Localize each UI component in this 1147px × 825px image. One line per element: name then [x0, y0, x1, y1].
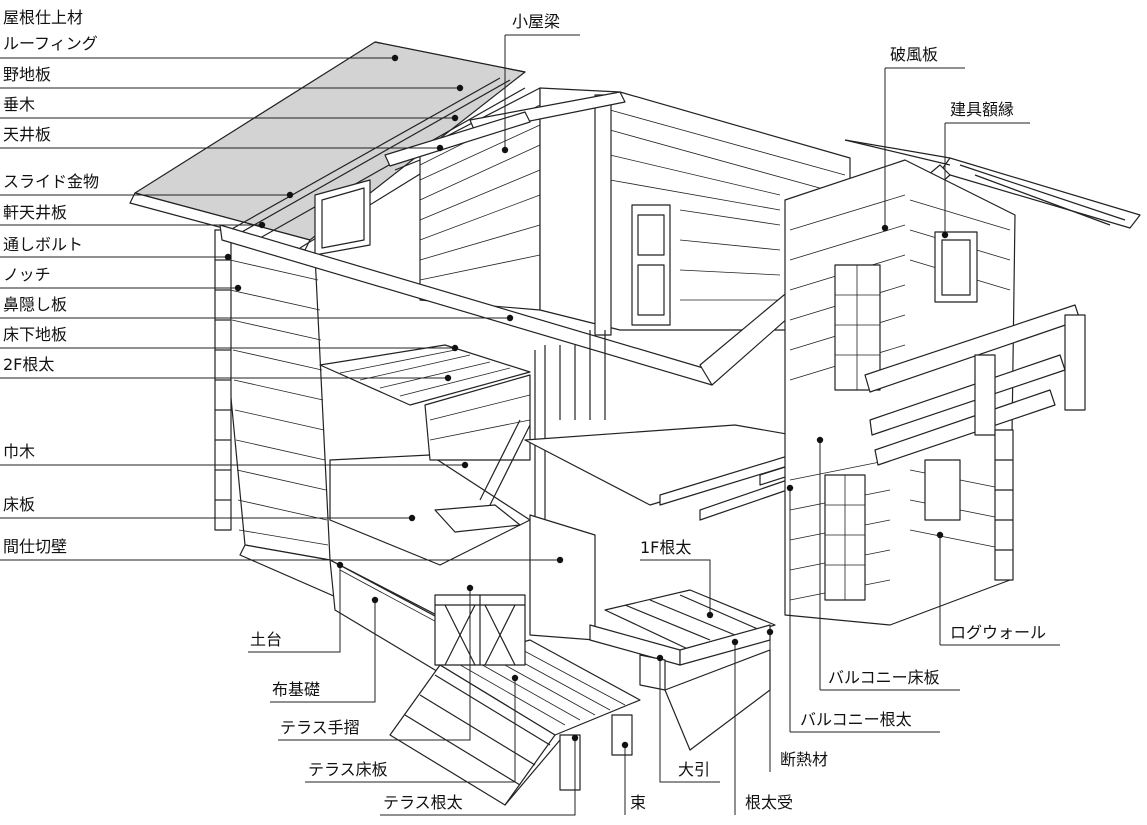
right-corner-notches [994, 429, 1014, 581]
right-upper-window [934, 231, 978, 303]
label-insulation: 断熱材 [780, 750, 829, 769]
label-terrace-floor: テラス床板 [308, 760, 388, 779]
label-ceiling-board: 天井板 [3, 125, 52, 144]
label-strip-foundation: 布基礎 [272, 680, 321, 699]
label-sheathing: 野地板 [3, 65, 52, 84]
partition-panel [529, 514, 596, 641]
label-post: 束 [630, 793, 647, 812]
label-2f-joist: 2F根太 [3, 355, 55, 374]
right-lower-window [924, 459, 961, 521]
label-sleeper: 大引 [678, 760, 711, 779]
label-joist-hanger: 根太受 [745, 793, 794, 812]
leader-lines [0, 34, 1060, 816]
label-balcony-joist: バルコニー根太 [800, 710, 912, 729]
label-notch: ノッチ [3, 265, 51, 284]
label-partition-wall: 間仕切壁 [3, 537, 68, 556]
label-subfloor: 床下地板 [3, 325, 68, 344]
label-slide-hardware: スライド金物 [3, 172, 100, 191]
label-door-casing: 建具額縁 [950, 100, 1015, 119]
label-log-wall: ログウォール [950, 623, 1047, 642]
second-floor-joists [319, 344, 531, 406]
label-fascia: 鼻隠し板 [3, 295, 68, 314]
first-floor-joists [589, 589, 776, 666]
partition-wall [424, 374, 531, 461]
balcony-railing [864, 304, 1086, 466]
left-log-wall [214, 229, 331, 561]
label-terrace-handrail: テラス手摺 [280, 718, 360, 737]
label-soffit-board: 軒天井板 [3, 203, 68, 222]
label-through-bolt: 通しボルト [3, 235, 84, 254]
label-floor-board: 床板 [3, 495, 36, 514]
label-balcony-floor: バルコニー床板 [828, 668, 940, 687]
label-roofing: ルーフィング [3, 34, 98, 53]
label-baseboard: 巾木 [3, 442, 36, 461]
leader-dots [224, 54, 949, 749]
label-terrace-joist: テラス根太 [383, 793, 463, 812]
first-floor-board [329, 454, 531, 566]
upper-french-window [834, 264, 881, 391]
label-roof-finish: 屋根仕上材 [3, 8, 84, 27]
label-1f-joist: 1F根太 [640, 538, 692, 557]
label-sill: 土台 [250, 630, 283, 649]
label-roof-beam: 小屋梁 [512, 12, 561, 31]
left-gable-window [314, 179, 371, 256]
left-corner-notches [214, 229, 232, 531]
stair-frame [479, 330, 606, 520]
label-rafter: 垂木 [3, 95, 36, 114]
terrace [389, 594, 641, 806]
label-barge-board: 破風板 [890, 45, 939, 64]
